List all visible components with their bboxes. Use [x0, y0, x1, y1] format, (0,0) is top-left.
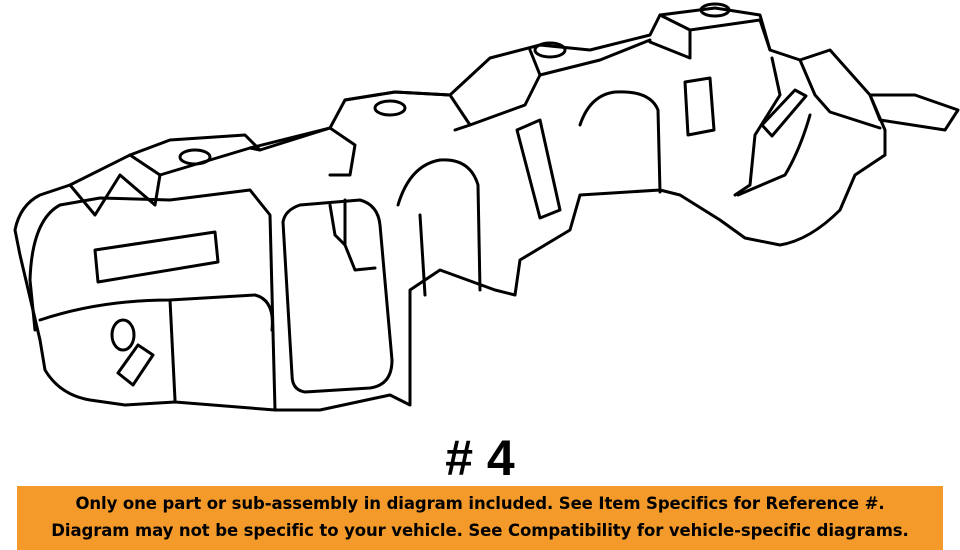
- window-inner-edge: [418, 213, 427, 297]
- window-opening: [396, 158, 482, 292]
- slot-cutout: [760, 88, 808, 138]
- top-ridge-line: [648, 13, 692, 60]
- end-flange: [733, 56, 782, 197]
- top-ridge-line: [128, 133, 262, 157]
- top-ridge-line: [538, 38, 652, 77]
- mounting-hole: [178, 148, 212, 166]
- top-ridge-line: [468, 48, 542, 127]
- round-cutout: [110, 318, 136, 352]
- slot-cutout: [93, 230, 220, 284]
- lower-face-line: [168, 298, 177, 402]
- part-outline: [13, 6, 887, 412]
- end-flange: [736, 113, 812, 197]
- slot-cutout: [515, 118, 562, 220]
- part-number-label: # 4: [445, 430, 515, 486]
- disclaimer-line-2: Diagram may not be specific to your vehi…: [51, 521, 909, 540]
- slot-cutout: [683, 76, 716, 137]
- mounting-hole: [533, 41, 567, 59]
- part-diagram: [13, 2, 960, 412]
- top-ridge-line: [343, 90, 472, 132]
- front-face-edge: [28, 188, 277, 412]
- disclaimer-banner: Only one part or sub-assembly in diagram…: [17, 486, 943, 550]
- small-cutout: [116, 343, 155, 387]
- top-ridge-line: [258, 126, 357, 177]
- top-ridge-line: [68, 173, 162, 217]
- disclaimer-line-1: Only one part or sub-assembly in diagram…: [75, 494, 885, 513]
- mounting-hole: [373, 99, 407, 117]
- lower-face-line: [38, 293, 274, 332]
- window-opening: [578, 90, 662, 194]
- window-opening: [281, 198, 394, 394]
- tab-tip: [868, 93, 960, 132]
- top-ridge-line: [688, 18, 772, 52]
- end-flange: [798, 58, 882, 130]
- mounting-hole: [699, 2, 731, 18]
